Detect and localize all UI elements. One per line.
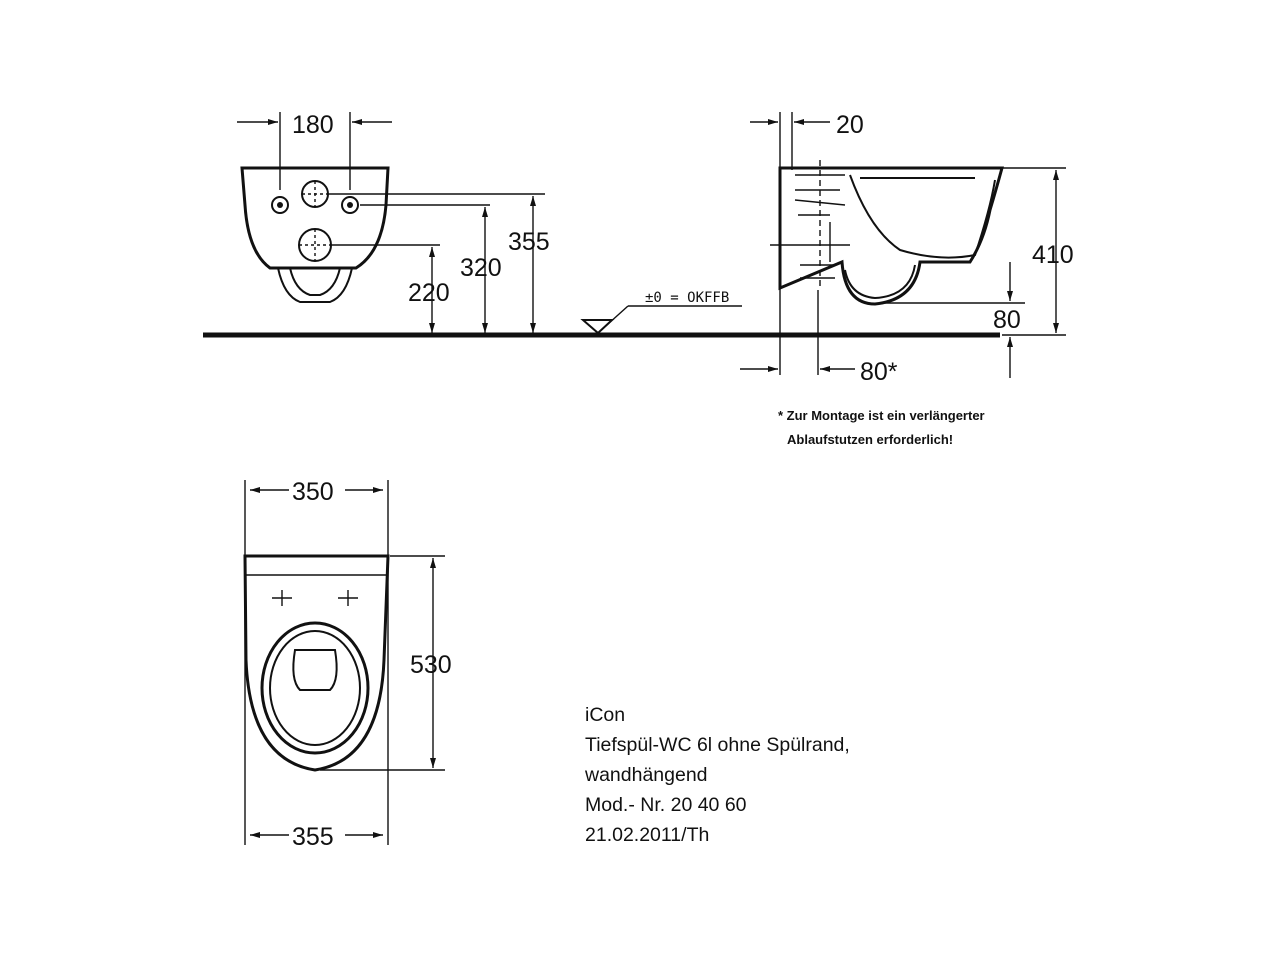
- top-seat-inner: [269, 630, 361, 746]
- front-hole-right: [341, 196, 359, 214]
- front-hole-left: [271, 196, 289, 214]
- top-seat-outer: [260, 621, 370, 755]
- top-hinge-right: [338, 590, 358, 606]
- dim-355-height: 355: [508, 228, 550, 256]
- title-block: iCon Tiefspül-WC 6l ohne Spülrand, wandh…: [585, 700, 850, 850]
- product-name: iCon: [585, 704, 626, 726]
- dim-410-height: 410: [1032, 241, 1074, 269]
- side-view: 20 410 80 80* * Zur Montage ist ein verl…: [740, 111, 1074, 447]
- drawing-date: 21.02.2011/Th: [585, 824, 710, 846]
- dim-180: 180: [292, 111, 334, 139]
- front-bowl-foot: [277, 267, 353, 303]
- top-bowl-outline: [243, 554, 390, 772]
- floor-level-marker: ±0 = OKFFB: [580, 290, 742, 335]
- model-number: Mod.- Nr. 20 40 60: [585, 794, 747, 816]
- side-bowl-inner: [849, 174, 996, 259]
- dim-355-width: 355: [292, 823, 334, 851]
- footnote-line-1: * Zur Montage ist ein verlängerter: [778, 408, 985, 423]
- product-description: Tiefspül-WC 6l ohne Spülrand,: [585, 734, 850, 756]
- top-hinge-left: [272, 590, 292, 606]
- footnote-line-2: Ablaufstutzen erforderlich!: [787, 432, 953, 447]
- dim-20: 20: [836, 111, 864, 139]
- side-bowl-outline: [778, 166, 1004, 306]
- dim-220-height: 220: [408, 279, 450, 307]
- front-hole-outlet: [298, 228, 332, 262]
- top-view: 350 530 355: [243, 478, 452, 851]
- top-bowl-opening: [292, 649, 338, 691]
- dim-80-offset: 80*: [860, 358, 898, 386]
- dim-530-depth: 530: [410, 651, 452, 679]
- front-view: 180 355 320 220 ±0 = OKFFB: [203, 111, 1000, 338]
- dim-80-height: 80: [993, 306, 1021, 334]
- dim-350-width: 350: [292, 478, 334, 506]
- dim-320-height: 320: [460, 254, 502, 282]
- front-hole-water-inlet: [301, 180, 329, 208]
- product-mounting: wandhängend: [585, 764, 708, 786]
- svg-text:±0 = OKFFB: ±0 = OKFFB: [645, 290, 729, 306]
- front-bowl-outline: [240, 166, 390, 270]
